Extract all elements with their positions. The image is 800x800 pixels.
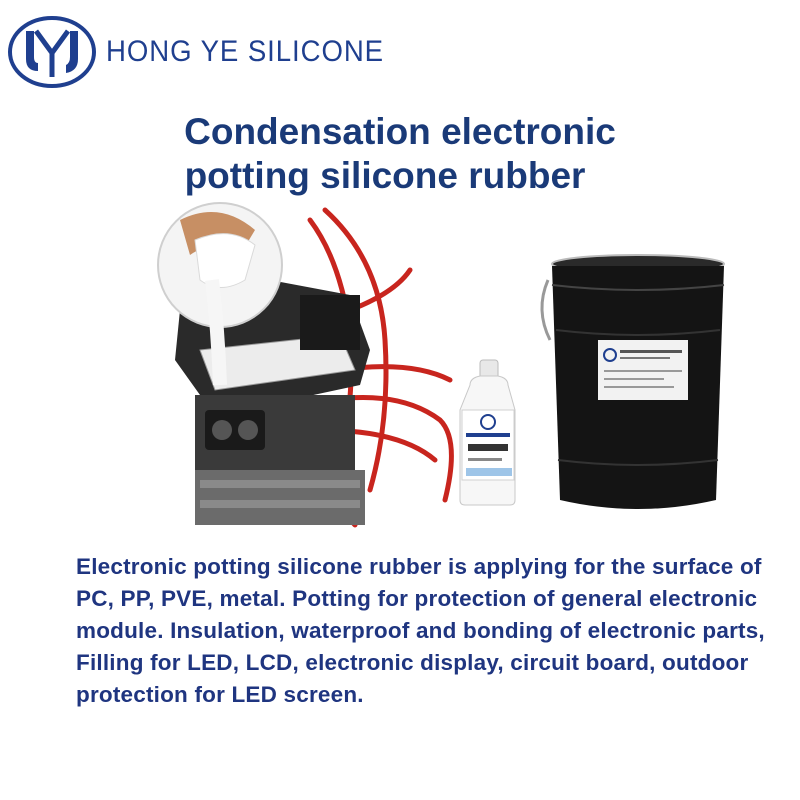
product-description: Electronic potting silicone rubber is ap… <box>76 553 765 707</box>
title-line-1: Condensation electronic <box>184 111 616 152</box>
hy-monogram-icon <box>8 16 96 88</box>
brand-header: HONG YE SILICONE <box>6 12 408 92</box>
page-title: Condensation electronic potting silicone… <box>0 110 800 198</box>
catalyst-bottle-icon <box>459 359 516 506</box>
brand-name: HONG YE SILICONE <box>106 35 385 68</box>
title-line-2: potting silicone rubber <box>184 155 586 196</box>
silicone-bucket-icon <box>540 254 725 509</box>
electronic-module-potting-photo <box>157 202 454 528</box>
product-scene <box>157 202 725 528</box>
